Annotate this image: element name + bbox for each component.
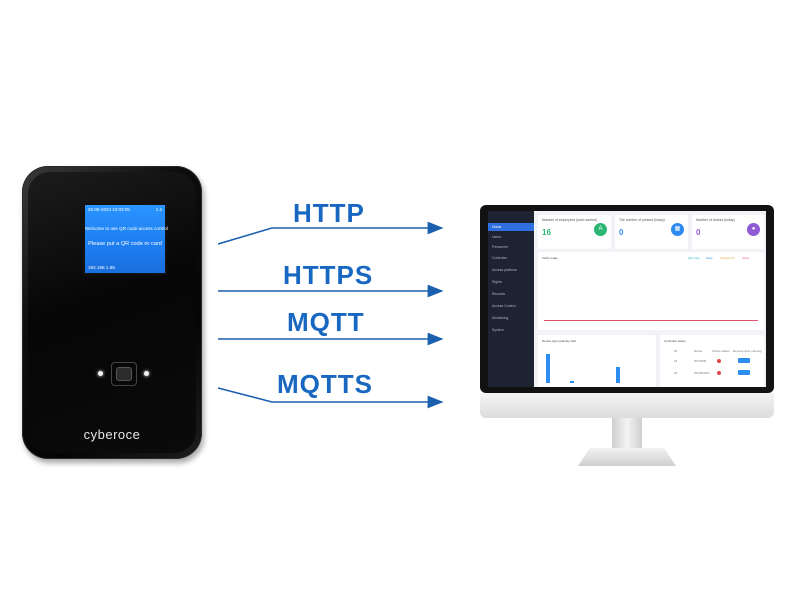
protocol-http-label: HTTP — [293, 198, 365, 228]
verify-today-chart: Verify today QR code Face Fingerprint Ca… — [538, 252, 764, 330]
device-brand-logo: cyberoce — [83, 427, 141, 442]
dashboard-screen: Home Users Personnel Controller Access p… — [488, 211, 766, 387]
qr-scanner-lens-icon — [116, 367, 132, 381]
sidebar-item-records[interactable]: Records — [492, 292, 506, 296]
calendar-icon: ▦ — [671, 223, 684, 236]
mqtts-arrow — [217, 387, 444, 409]
sidebar-item-access-control[interactable]: Access Control — [492, 304, 516, 308]
stat-card-title: Number of visitors (today) — [696, 218, 735, 222]
legend-item: Card — [742, 256, 749, 260]
legend-item: QR code — [688, 256, 700, 260]
stat-card-value: 0 — [619, 228, 624, 237]
stat-card-employees: Number of employees (total number) 16 A — [538, 215, 611, 249]
device-type-bar — [546, 354, 550, 383]
sidebar-item-monitoring[interactable]: Monitoring — [492, 316, 509, 320]
table-header: Name — [694, 349, 703, 353]
device-type-bar — [616, 366, 620, 383]
sidebar-active-highlight — [488, 223, 534, 231]
sidebar-item-rights[interactable]: Rights — [492, 280, 502, 284]
monitor-chin — [480, 393, 774, 418]
table-cell-id: 21 — [674, 359, 678, 363]
protocol-mqtts-label: MQTTS — [277, 369, 373, 399]
qr-scan-window — [111, 362, 137, 386]
table-cell-id: 20 — [674, 371, 678, 375]
reader-display-content: 25-06-2024 10:03:05 1 2 Welcome to use Q… — [85, 205, 168, 273]
reader-welcome-text: Welcome to use QR code access control — [85, 226, 168, 231]
sidebar-item-personnel[interactable]: Personnel — [492, 245, 508, 249]
left-indicator-led — [98, 371, 103, 376]
open-door-button[interactable] — [738, 370, 750, 375]
monitor-neck — [612, 418, 642, 450]
reader-ip-address: 192.168.1.88 — [88, 265, 115, 270]
stat-card-value: 0 — [696, 228, 701, 237]
offline-status-icon — [717, 371, 721, 375]
http-arrow — [217, 221, 444, 245]
offline-status-icon — [717, 359, 721, 363]
table-header: Remote door opening — [733, 349, 762, 353]
sidebar-item-controller[interactable]: Controller — [492, 256, 508, 260]
right-indicator-led — [144, 371, 149, 376]
table-title: Controller status — [664, 339, 686, 343]
protocol-https-label: HTTPS — [283, 260, 374, 290]
table-cell-name: 20C6DW07 — [694, 371, 710, 375]
stat-card-visitors: Number of visitors (today) 0 ● — [692, 215, 764, 249]
sidebar-item-access-platform[interactable]: Access platform — [492, 268, 517, 272]
visitor-icon: ● — [747, 223, 760, 236]
table-header: ID — [674, 349, 677, 353]
device-type-bar — [570, 381, 574, 383]
sidebar-item-users[interactable]: Users — [492, 235, 502, 239]
dashboard-sidebar: Home Users Personnel Controller Access p… — [488, 211, 534, 387]
reader-display: 25-06-2024 10:03:05 1 2 Welcome to use Q… — [83, 203, 168, 275]
chart-baseline — [544, 320, 758, 321]
legend-item: Face — [706, 256, 713, 260]
chart-title: Verify today — [542, 256, 558, 260]
legend-item: Fingerprint — [720, 256, 735, 260]
stat-card-title: Number of employees (total number) — [542, 218, 598, 222]
user-icon: A — [594, 223, 607, 236]
controller-status-panel: Controller status ID Name Online status … — [660, 335, 764, 387]
open-door-button[interactable] — [738, 358, 750, 363]
sidebar-item-system[interactable]: System — [492, 328, 504, 332]
table-cell-name: 3FT2WB — [694, 359, 706, 363]
stat-card-title: The number of present (today) — [619, 218, 665, 222]
reader-prompt-text: Please put a QR code or card — [88, 241, 162, 247]
device-type-chart: Device type Quantity ratio — [538, 335, 656, 387]
monitor-stand — [578, 448, 676, 466]
reader-date-time: 25-06-2024 10:03:05 — [88, 207, 130, 212]
sidebar-item-home[interactable]: Home — [492, 225, 502, 229]
stat-card-value: 16 — [542, 228, 551, 237]
table-header: Online status — [712, 349, 730, 353]
protocol-mqtt-label: MQTT — [287, 307, 365, 337]
stat-card-present: The number of present (today) 0 ▦ — [615, 215, 688, 249]
device-chart-title: Device type Quantity ratio — [542, 339, 577, 343]
reader-signal-indicator: 1 2 — [155, 207, 162, 212]
